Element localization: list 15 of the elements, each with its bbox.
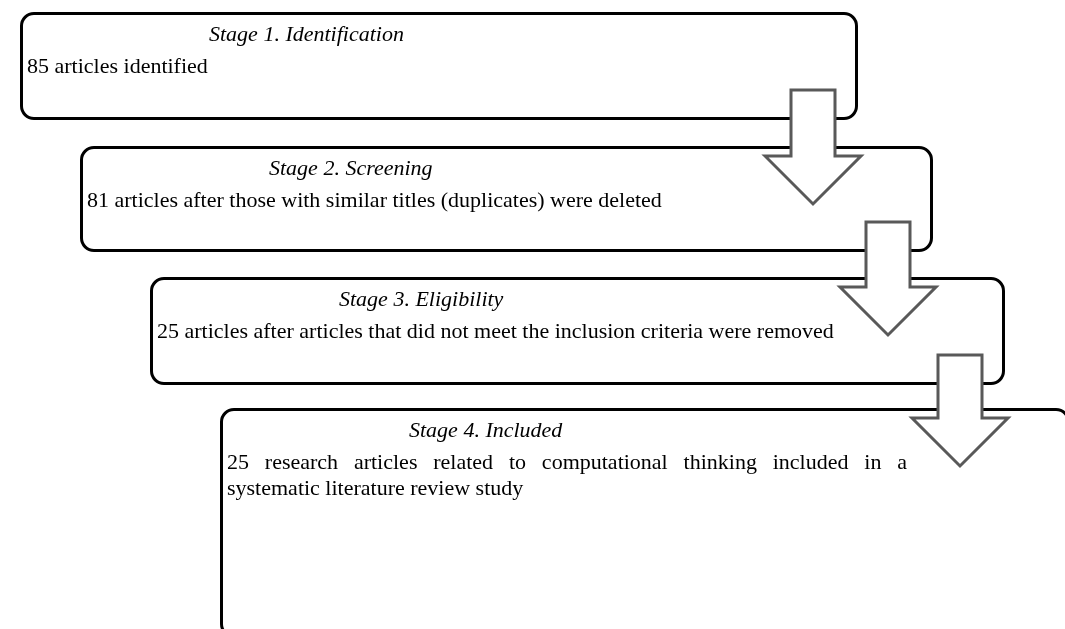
stage-description: 85 articles identified	[27, 53, 209, 79]
block-arrow	[761, 88, 865, 207]
stage-heading: Stage 3. Eligibility	[339, 286, 504, 312]
stage-heading: Stage 1. Identification	[209, 21, 404, 47]
process-box	[150, 277, 1005, 385]
stage-description: 25 articles after articles that did not meet the inclusion criteria were removed	[157, 318, 835, 344]
process-box	[220, 408, 1065, 629]
block-arrow	[908, 353, 1012, 469]
stage-description: 25 research articles related to computational thinking included in a systematic literature review study	[227, 449, 907, 501]
stage-heading: Stage 4. Included	[409, 417, 563, 443]
stage-heading: Stage 2. Screening	[269, 155, 433, 181]
process-box	[80, 146, 933, 252]
block-arrow	[836, 220, 940, 338]
process-box	[20, 12, 858, 120]
stage-description: 81 articles after those with similar titles (duplicates) were deleted	[87, 187, 663, 213]
